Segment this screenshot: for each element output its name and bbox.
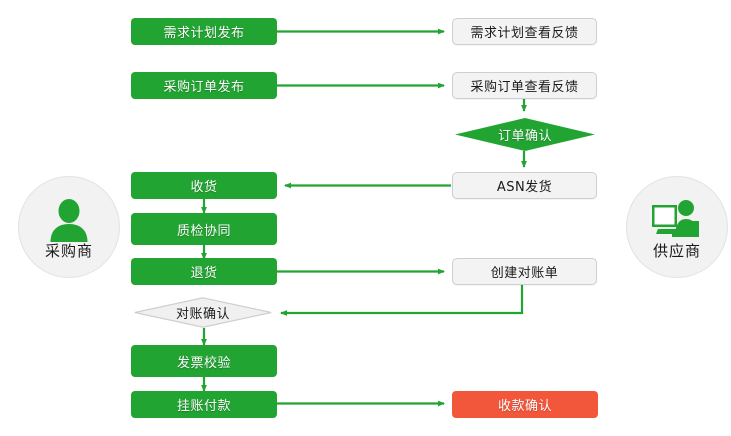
node-receipt-confirm[interactable]: 收款确认 xyxy=(452,391,598,418)
actor-supplier-label: 供应商 xyxy=(652,242,701,260)
actor-buyer-label: 采购商 xyxy=(44,242,93,260)
node-demand-plan-publish[interactable]: 需求计划发布 xyxy=(131,18,277,45)
node-statement-confirm-label: 对账确认 xyxy=(175,307,230,322)
node-po-publish[interactable]: 采购订单发布 xyxy=(131,72,277,99)
node-statement-confirm[interactable]: 对账确认 xyxy=(134,297,272,328)
person-icon xyxy=(42,195,96,243)
node-quality-collab[interactable]: 质检协同 xyxy=(131,213,277,245)
node-return-goods[interactable]: 退货 xyxy=(131,258,277,285)
node-receive-goods[interactable]: 收货 xyxy=(131,172,277,199)
node-order-confirm[interactable]: 订单确认 xyxy=(455,118,595,151)
node-order-confirm-label: 订单确认 xyxy=(497,129,552,144)
node-pay-on-account[interactable]: 挂账付款 xyxy=(131,391,277,418)
node-demand-plan-feedback[interactable]: 需求计划查看反馈 xyxy=(452,18,597,45)
node-po-feedback[interactable]: 采购订单查看反馈 xyxy=(452,72,597,99)
node-asn-ship[interactable]: ASN发货 xyxy=(452,172,597,199)
actor-supplier[interactable]: 供应商 xyxy=(626,176,728,278)
node-invoice-check[interactable]: 发票校验 xyxy=(131,345,277,377)
node-create-statement[interactable]: 创建对账单 xyxy=(452,258,597,285)
edge-statement-to-confirm xyxy=(280,285,524,316)
person-at-computer-icon xyxy=(650,195,704,243)
actor-buyer[interactable]: 采购商 xyxy=(18,176,120,278)
